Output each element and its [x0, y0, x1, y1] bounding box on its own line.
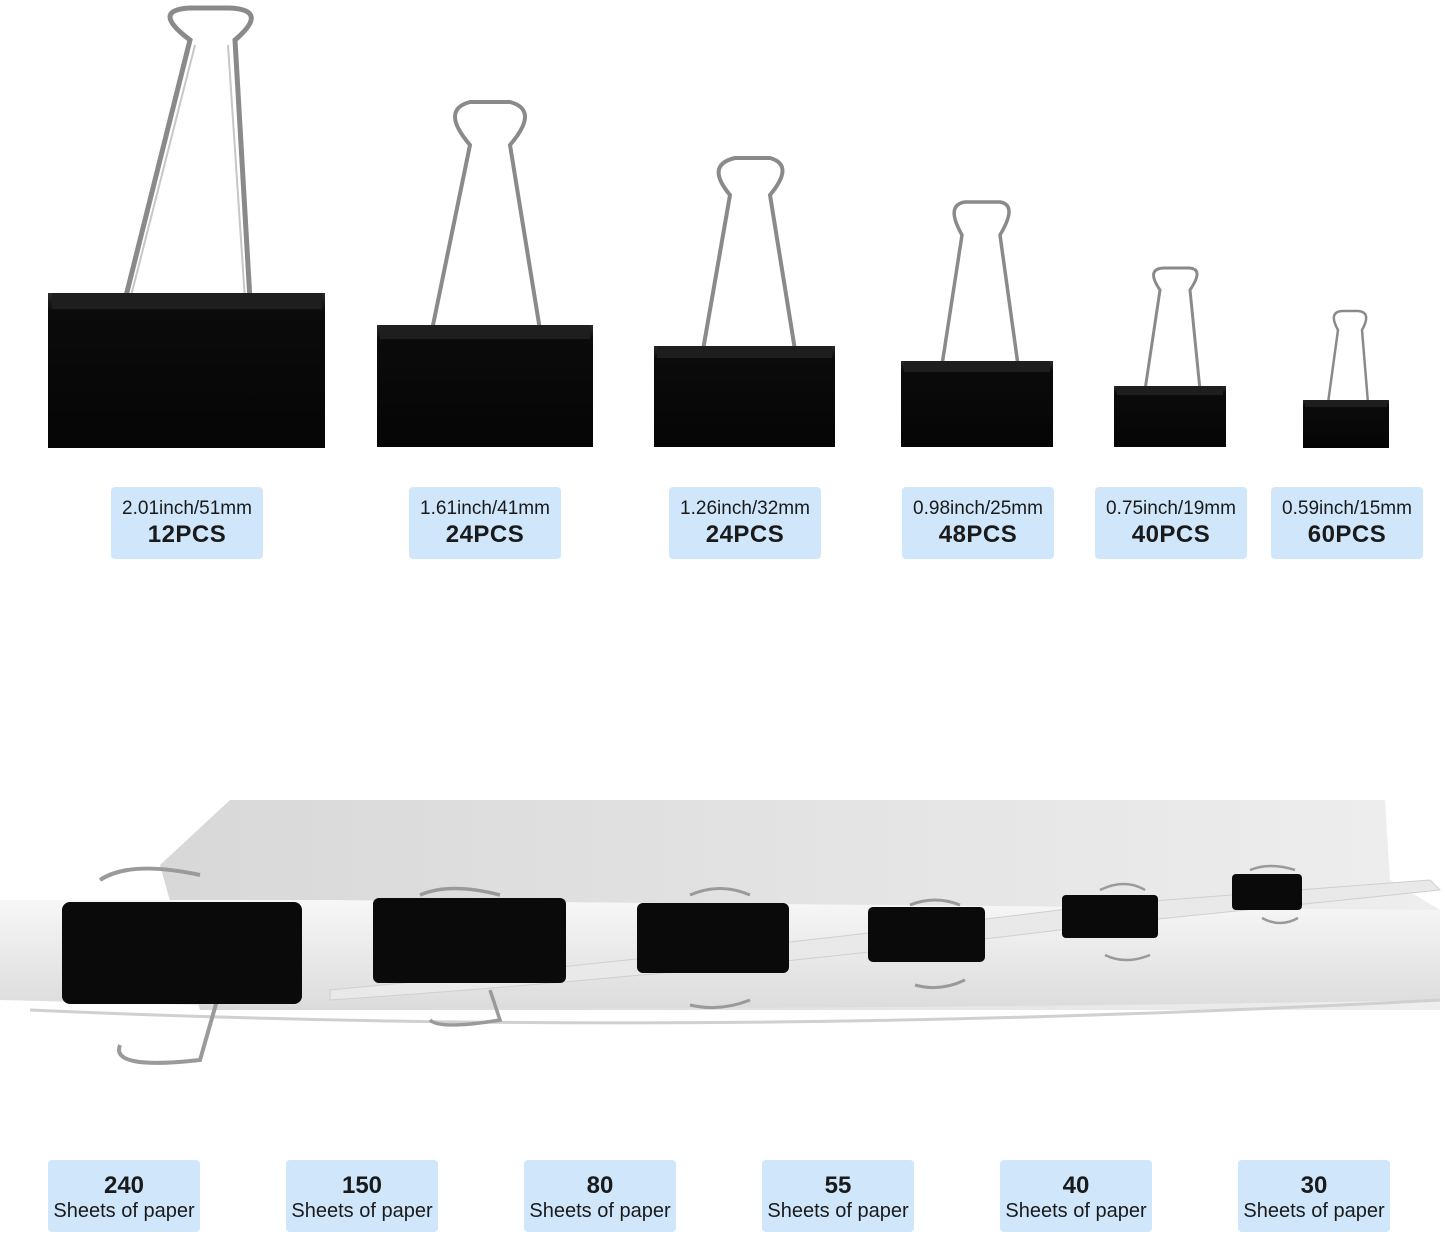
- size-quantity: 40PCS: [1131, 521, 1211, 548]
- binder-clip-25mm-lip: [904, 361, 1050, 372]
- size-label-19mm: 0.75inch/19mm 40PCS: [1095, 487, 1247, 559]
- capacity-label-150: 150 Sheets of paper: [286, 1160, 438, 1232]
- capacity-label-80: 80 Sheets of paper: [524, 1160, 676, 1232]
- size-quantity: 24PCS: [705, 521, 785, 548]
- binder-clip-32mm-lip: [657, 346, 832, 358]
- size-dimension: 2.01inch/51mm: [122, 498, 252, 519]
- binder-clip-41mm-lip: [380, 325, 590, 339]
- binder-clip-41mm: [430, 100, 542, 331]
- capacity-unit: Sheets of paper: [529, 1200, 671, 1222]
- capacity-sheets: 30: [1300, 1172, 1328, 1199]
- capacity-sheets: 55: [824, 1172, 852, 1199]
- capacity-unit: Sheets of paper: [291, 1200, 433, 1222]
- capacity-unit: Sheets of paper: [1243, 1200, 1385, 1222]
- capacity-sheets: 40: [1062, 1172, 1090, 1199]
- capacity-sheets: 80: [586, 1172, 614, 1199]
- capacity-label-40: 40 Sheets of paper: [1000, 1160, 1152, 1232]
- capacity-label-240: 240 Sheets of paper: [48, 1160, 200, 1232]
- capacity-sheets: 150: [341, 1172, 383, 1199]
- capacity-unit: Sheets of paper: [53, 1200, 195, 1222]
- binder-clip-32mm: [701, 156, 797, 351]
- binder-clip-32mm-body: [654, 346, 835, 447]
- size-dimension: 0.98inch/25mm: [913, 498, 1043, 519]
- capacity-label-55: 55 Sheets of paper: [762, 1160, 914, 1232]
- capacity-sheets: 240: [103, 1172, 145, 1199]
- size-dimension: 1.61inch/41mm: [420, 498, 550, 519]
- size-dimension: 0.59inch/15mm: [1282, 498, 1412, 519]
- binder-clip-19mm-body: [1114, 386, 1226, 447]
- binder-clip-19mm: [1143, 266, 1202, 391]
- binder-clip-25mm: [940, 200, 1020, 366]
- size-dimension: 1.26inch/32mm: [680, 498, 810, 519]
- capacity-unit: Sheets of paper: [1005, 1200, 1147, 1222]
- size-label-25mm: 0.98inch/25mm 48PCS: [902, 487, 1054, 559]
- binder-clip-25mm-body: [901, 361, 1053, 447]
- binder-clip-15mm-body: [1303, 400, 1389, 448]
- size-quantity: 12PCS: [147, 521, 227, 548]
- size-label-15mm: 0.59inch/15mm 60PCS: [1271, 487, 1423, 559]
- size-label-41mm: 1.61inch/41mm 24PCS: [409, 487, 561, 559]
- size-dimension: 0.75inch/19mm: [1106, 498, 1236, 519]
- capacity-unit: Sheets of paper: [767, 1200, 909, 1222]
- binder-clip-15mm: [1326, 309, 1370, 404]
- size-quantity: 24PCS: [445, 521, 525, 548]
- binder-clip-41mm-body: [377, 325, 593, 447]
- size-quantity: 60PCS: [1307, 521, 1387, 548]
- size-label-32mm: 1.26inch/32mm 24PCS: [669, 487, 821, 559]
- binder-clip-19mm-lip: [1117, 386, 1223, 395]
- binder-clip-51mm: [122, 5, 254, 301]
- binder-clip-15mm-lip: [1305, 400, 1387, 407]
- binder-clip-51mm-lip: [52, 293, 322, 309]
- clipped-binder-clips: [62, 864, 1302, 1065]
- size-quantity: 48PCS: [938, 521, 1018, 548]
- size-label-51mm: 2.01inch/51mm 12PCS: [111, 487, 263, 559]
- capacity-label-30: 30 Sheets of paper: [1238, 1160, 1390, 1232]
- binder-clip-51mm-body: [48, 293, 325, 448]
